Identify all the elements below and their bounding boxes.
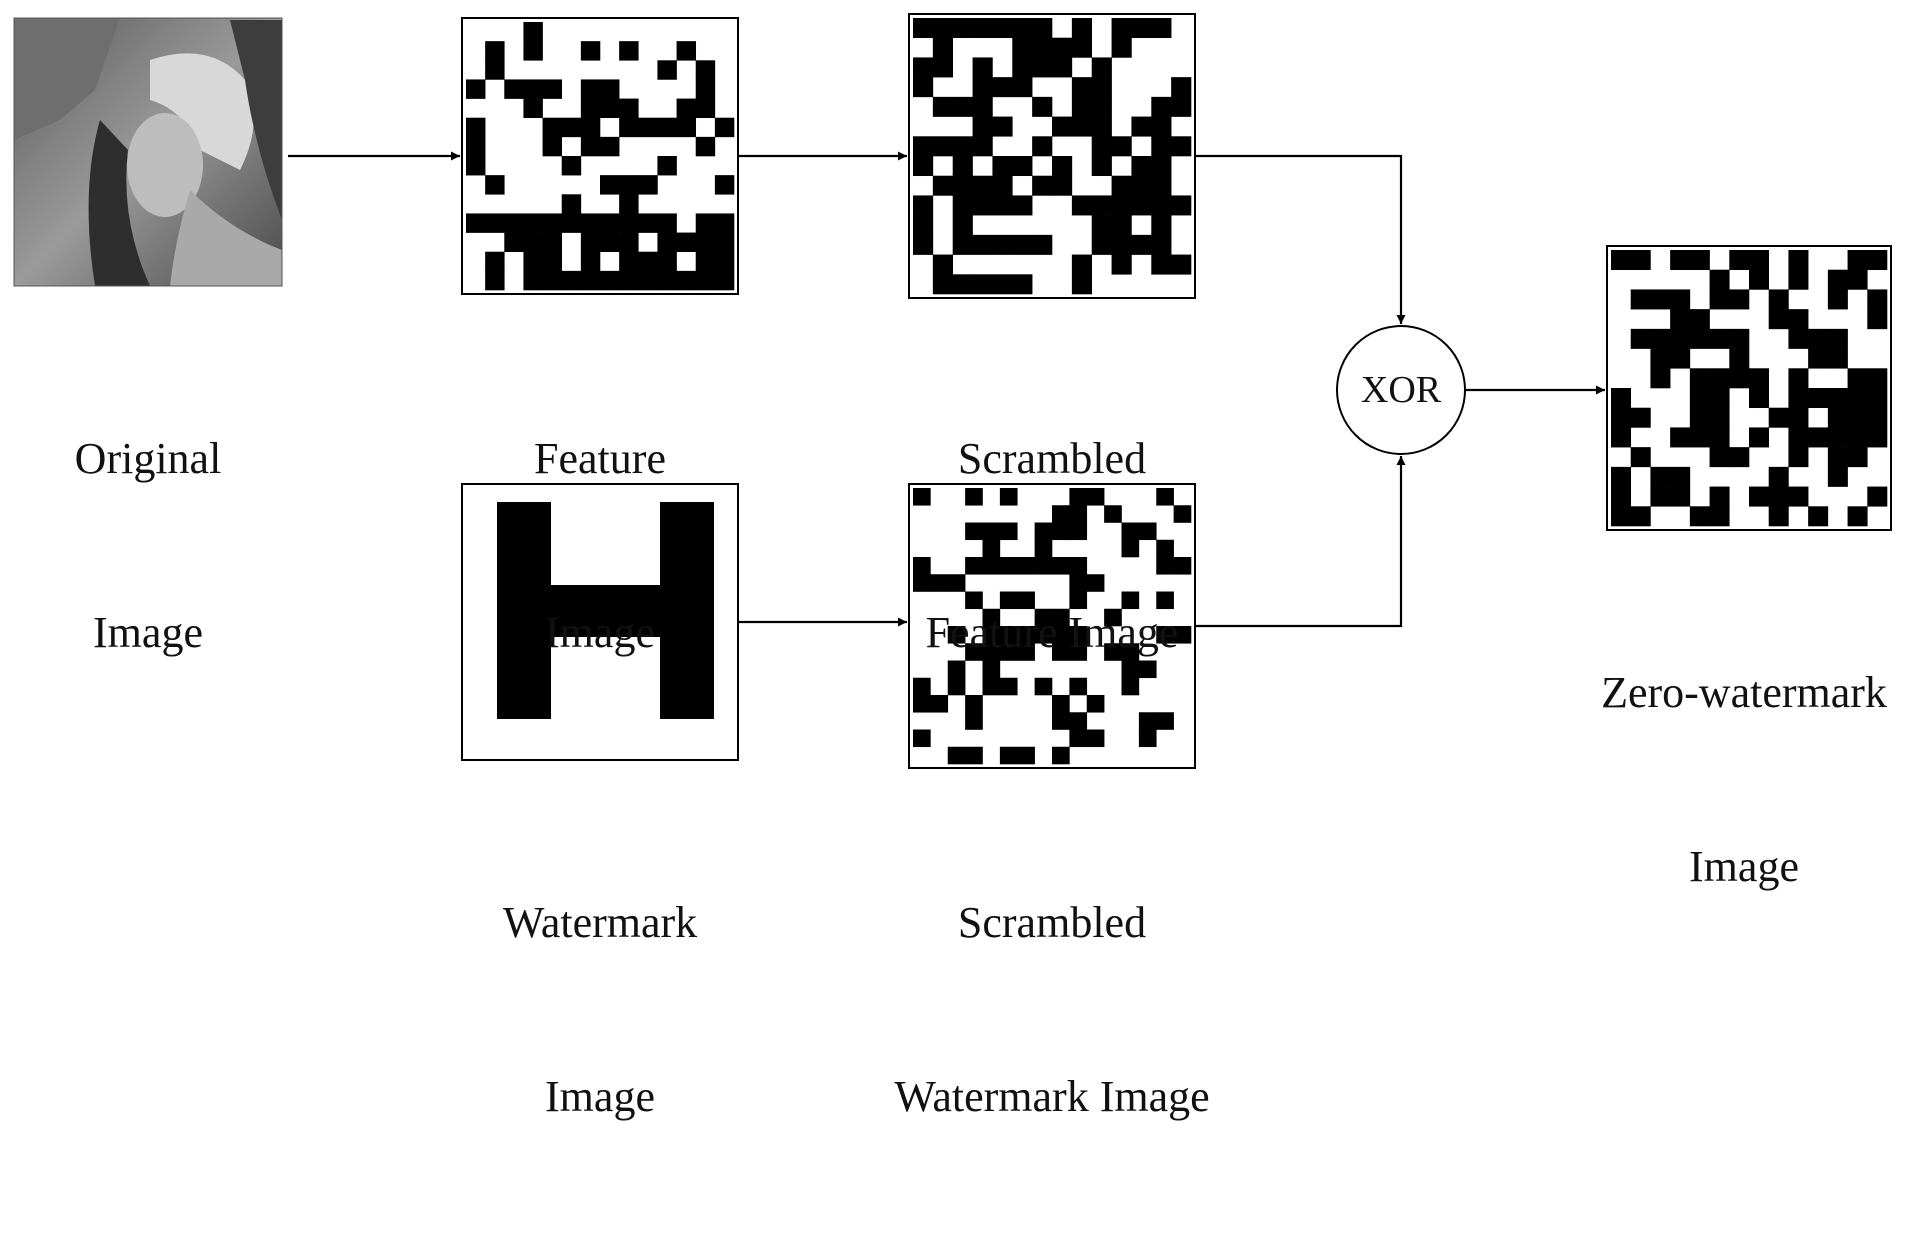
zero-watermark-image bbox=[1606, 245, 1892, 531]
xor-label: XOR bbox=[1360, 369, 1442, 411]
watermark-image bbox=[461, 483, 739, 761]
diagram-svg bbox=[13, 13, 1892, 769]
connectors bbox=[288, 151, 1605, 628]
scrambled-feature-label-line1: Scrambled bbox=[957, 434, 1147, 483]
watermark-image-label: Watermark Image bbox=[470, 778, 730, 1242]
feature-image-label: Feature Image bbox=[480, 314, 720, 778]
scrambled-watermark-label-line2: Watermark Image bbox=[894, 1072, 1210, 1121]
zero-watermark-label-line2: Image bbox=[1689, 842, 1799, 891]
original-image bbox=[13, 17, 283, 287]
zero-watermark-label-line1: Zero-watermark bbox=[1601, 668, 1887, 717]
arrow-scrambled-feature-to-xor bbox=[1195, 154, 1406, 324]
scrambled-feature-label-line2: Feature Image bbox=[925, 608, 1179, 657]
watermark-label-line1: Watermark bbox=[502, 898, 698, 947]
original-image-label: Original Image bbox=[28, 314, 268, 778]
feature-label-line1: Feature bbox=[534, 434, 666, 483]
arrow-scrambled-watermark-to-xor bbox=[1195, 456, 1406, 628]
original-label-line2: Image bbox=[93, 608, 203, 657]
zero-watermark-image-label: Zero-watermark Image bbox=[1574, 548, 1914, 1012]
scrambled-watermark-label-line1: Scrambled bbox=[957, 898, 1147, 947]
feature-label-line2: Image bbox=[545, 608, 655, 657]
original-label-line1: Original bbox=[74, 434, 222, 483]
scrambled-feature-image-label: Scrambled Feature Image bbox=[890, 314, 1214, 778]
scrambled-watermark-image-label: Scrambled Watermark Image bbox=[862, 778, 1242, 1242]
feature-image bbox=[461, 17, 739, 295]
scrambled-feature-image bbox=[908, 13, 1196, 299]
watermark-label-line2: Image bbox=[545, 1072, 655, 1121]
scrambled-watermark-image bbox=[908, 483, 1196, 769]
diagram-stage: Original Image Feature Image Scrambled F… bbox=[13, 13, 1892, 1121]
